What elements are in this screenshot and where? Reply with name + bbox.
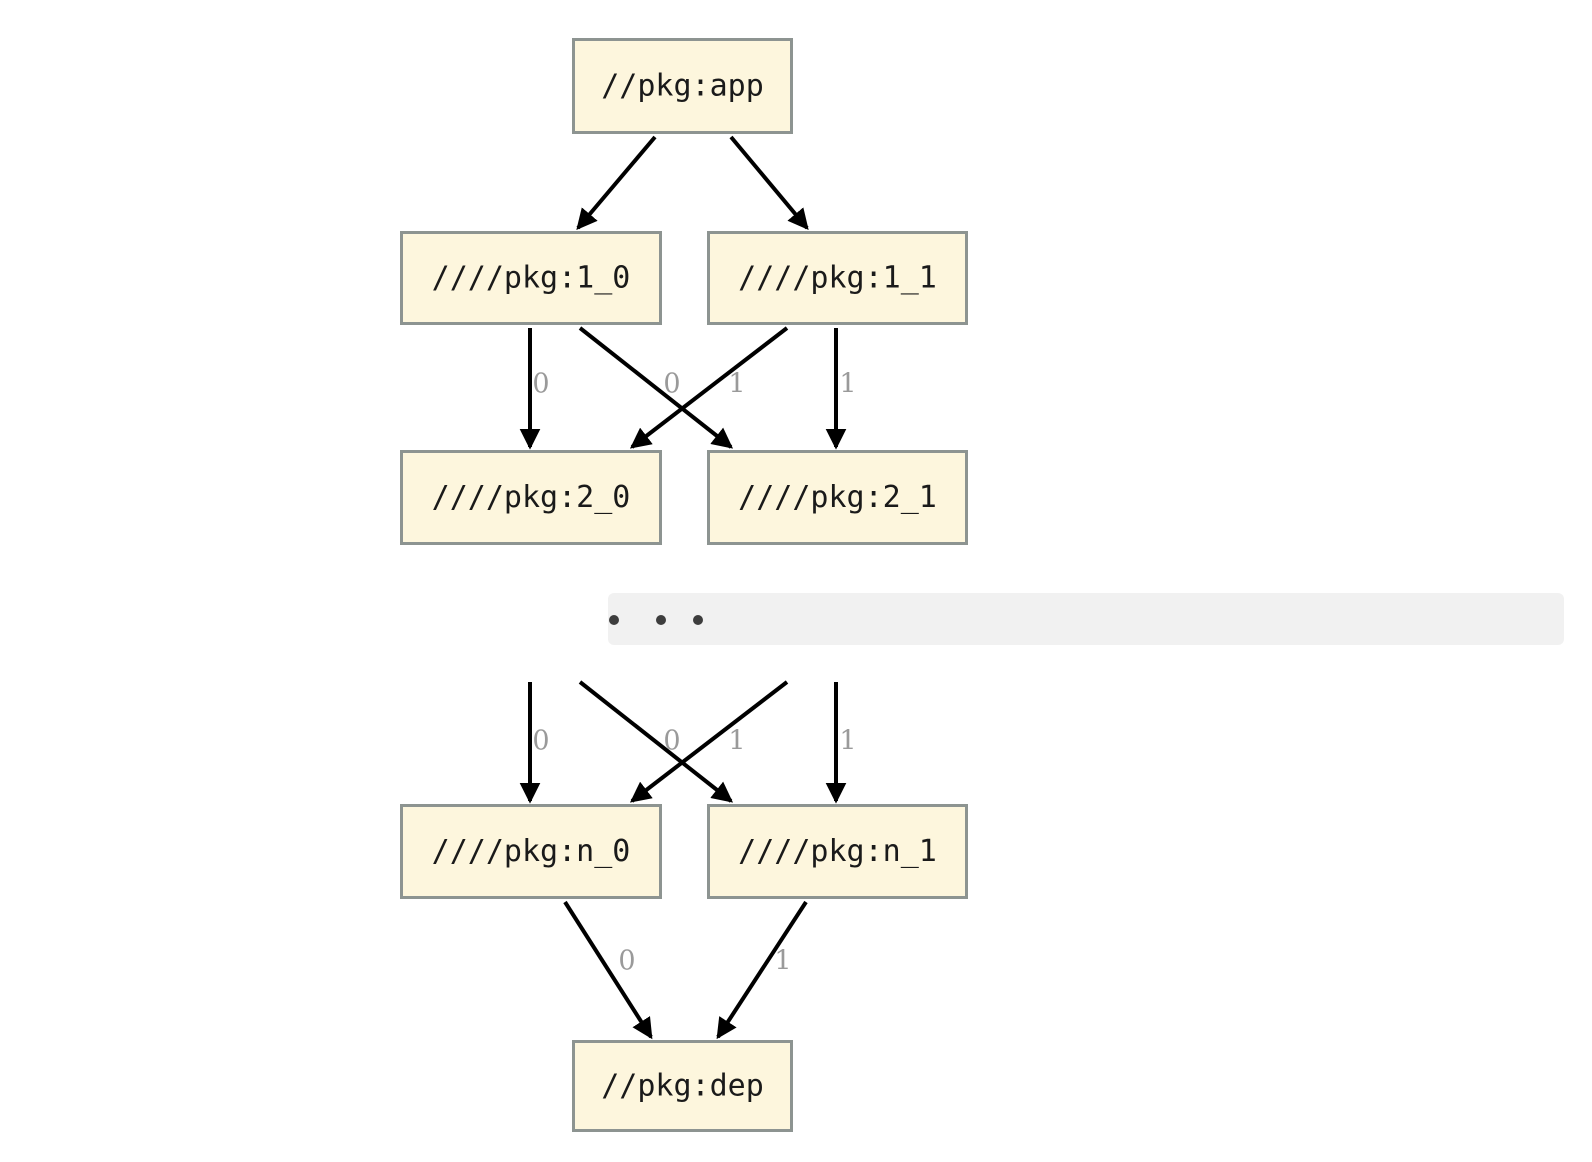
node-label-l2_1: ////pkg:2_1 (738, 480, 937, 515)
edge-stub-to-ln_0 (629, 680, 789, 803)
node-layer: //pkg:app ////pkg:1_0 ////pkg:1_1 ////pkg:2… (400, 38, 968, 1132)
node-l1_1[interactable]: ////pkg:1_1 (707, 231, 968, 325)
edge-label-layer: 0 1 0 1 0 1 0 1 0 1 (532, 369, 856, 977)
node-label-ln_0: ////pkg:n_0 (432, 834, 631, 869)
node-label-dep: //pkg:dep (601, 1069, 764, 1104)
node-box (572, 38, 793, 134)
node-label-ln_1: ////pkg:n_1 (738, 834, 937, 869)
ellipsis-dot-2 (693, 615, 703, 625)
edge-label: 0 (663, 369, 680, 400)
edge-layer (519, 135, 847, 1040)
node-label-app: //pkg:app (601, 69, 764, 104)
edge-label: 1 (839, 726, 856, 757)
node-box (707, 450, 968, 545)
edge-label: 1 (728, 726, 745, 757)
node-app[interactable]: //pkg:app (572, 38, 793, 134)
edge-label: 0 (532, 369, 549, 400)
node-l1_0[interactable]: ////pkg:1_0 (400, 231, 662, 325)
ellipsis-dots (609, 615, 703, 625)
node-box (707, 231, 968, 325)
edge-label: 0 (532, 726, 549, 757)
edge-l1_1-to-l2_0 (629, 326, 789, 449)
node-box (572, 1040, 793, 1132)
ellipsis-dot-0 (609, 615, 619, 625)
ellipsis-separator (608, 593, 1564, 645)
node-label-l1_1: ////pkg:1_1 (738, 261, 937, 296)
edge-label: 1 (839, 369, 856, 400)
edge-ln_1-to-dep (716, 900, 808, 1040)
ellipsis-dot-1 (656, 615, 666, 625)
edge-l1_0-to-l2_1 (578, 326, 734, 449)
node-box (400, 450, 662, 545)
node-box (400, 231, 662, 325)
edge-app-to-l1_0 (576, 135, 657, 230)
node-dep[interactable]: //pkg:dep (572, 1040, 793, 1132)
node-label-l1_0: ////pkg:1_0 (432, 261, 631, 296)
edge-ln_0-to-dep (563, 900, 653, 1040)
node-ln_0[interactable]: ////pkg:n_0 (400, 804, 662, 899)
node-box (707, 804, 968, 899)
node-ln_1[interactable]: ////pkg:n_1 (707, 804, 968, 899)
node-l2_0[interactable]: ////pkg:2_0 (400, 450, 662, 545)
node-box (400, 804, 662, 899)
ellipsis-band (608, 593, 1564, 645)
edge-label: 0 (618, 946, 635, 977)
node-l2_1[interactable]: ////pkg:2_1 (707, 450, 968, 545)
edge-app-to-l1_1 (729, 135, 809, 230)
edge-stub-to-ln_1 (578, 680, 734, 803)
edge-label: 0 (663, 726, 680, 757)
node-label-l2_0: ////pkg:2_0 (432, 480, 631, 515)
edge-label: 1 (728, 369, 745, 400)
edge-label: 1 (774, 946, 791, 977)
